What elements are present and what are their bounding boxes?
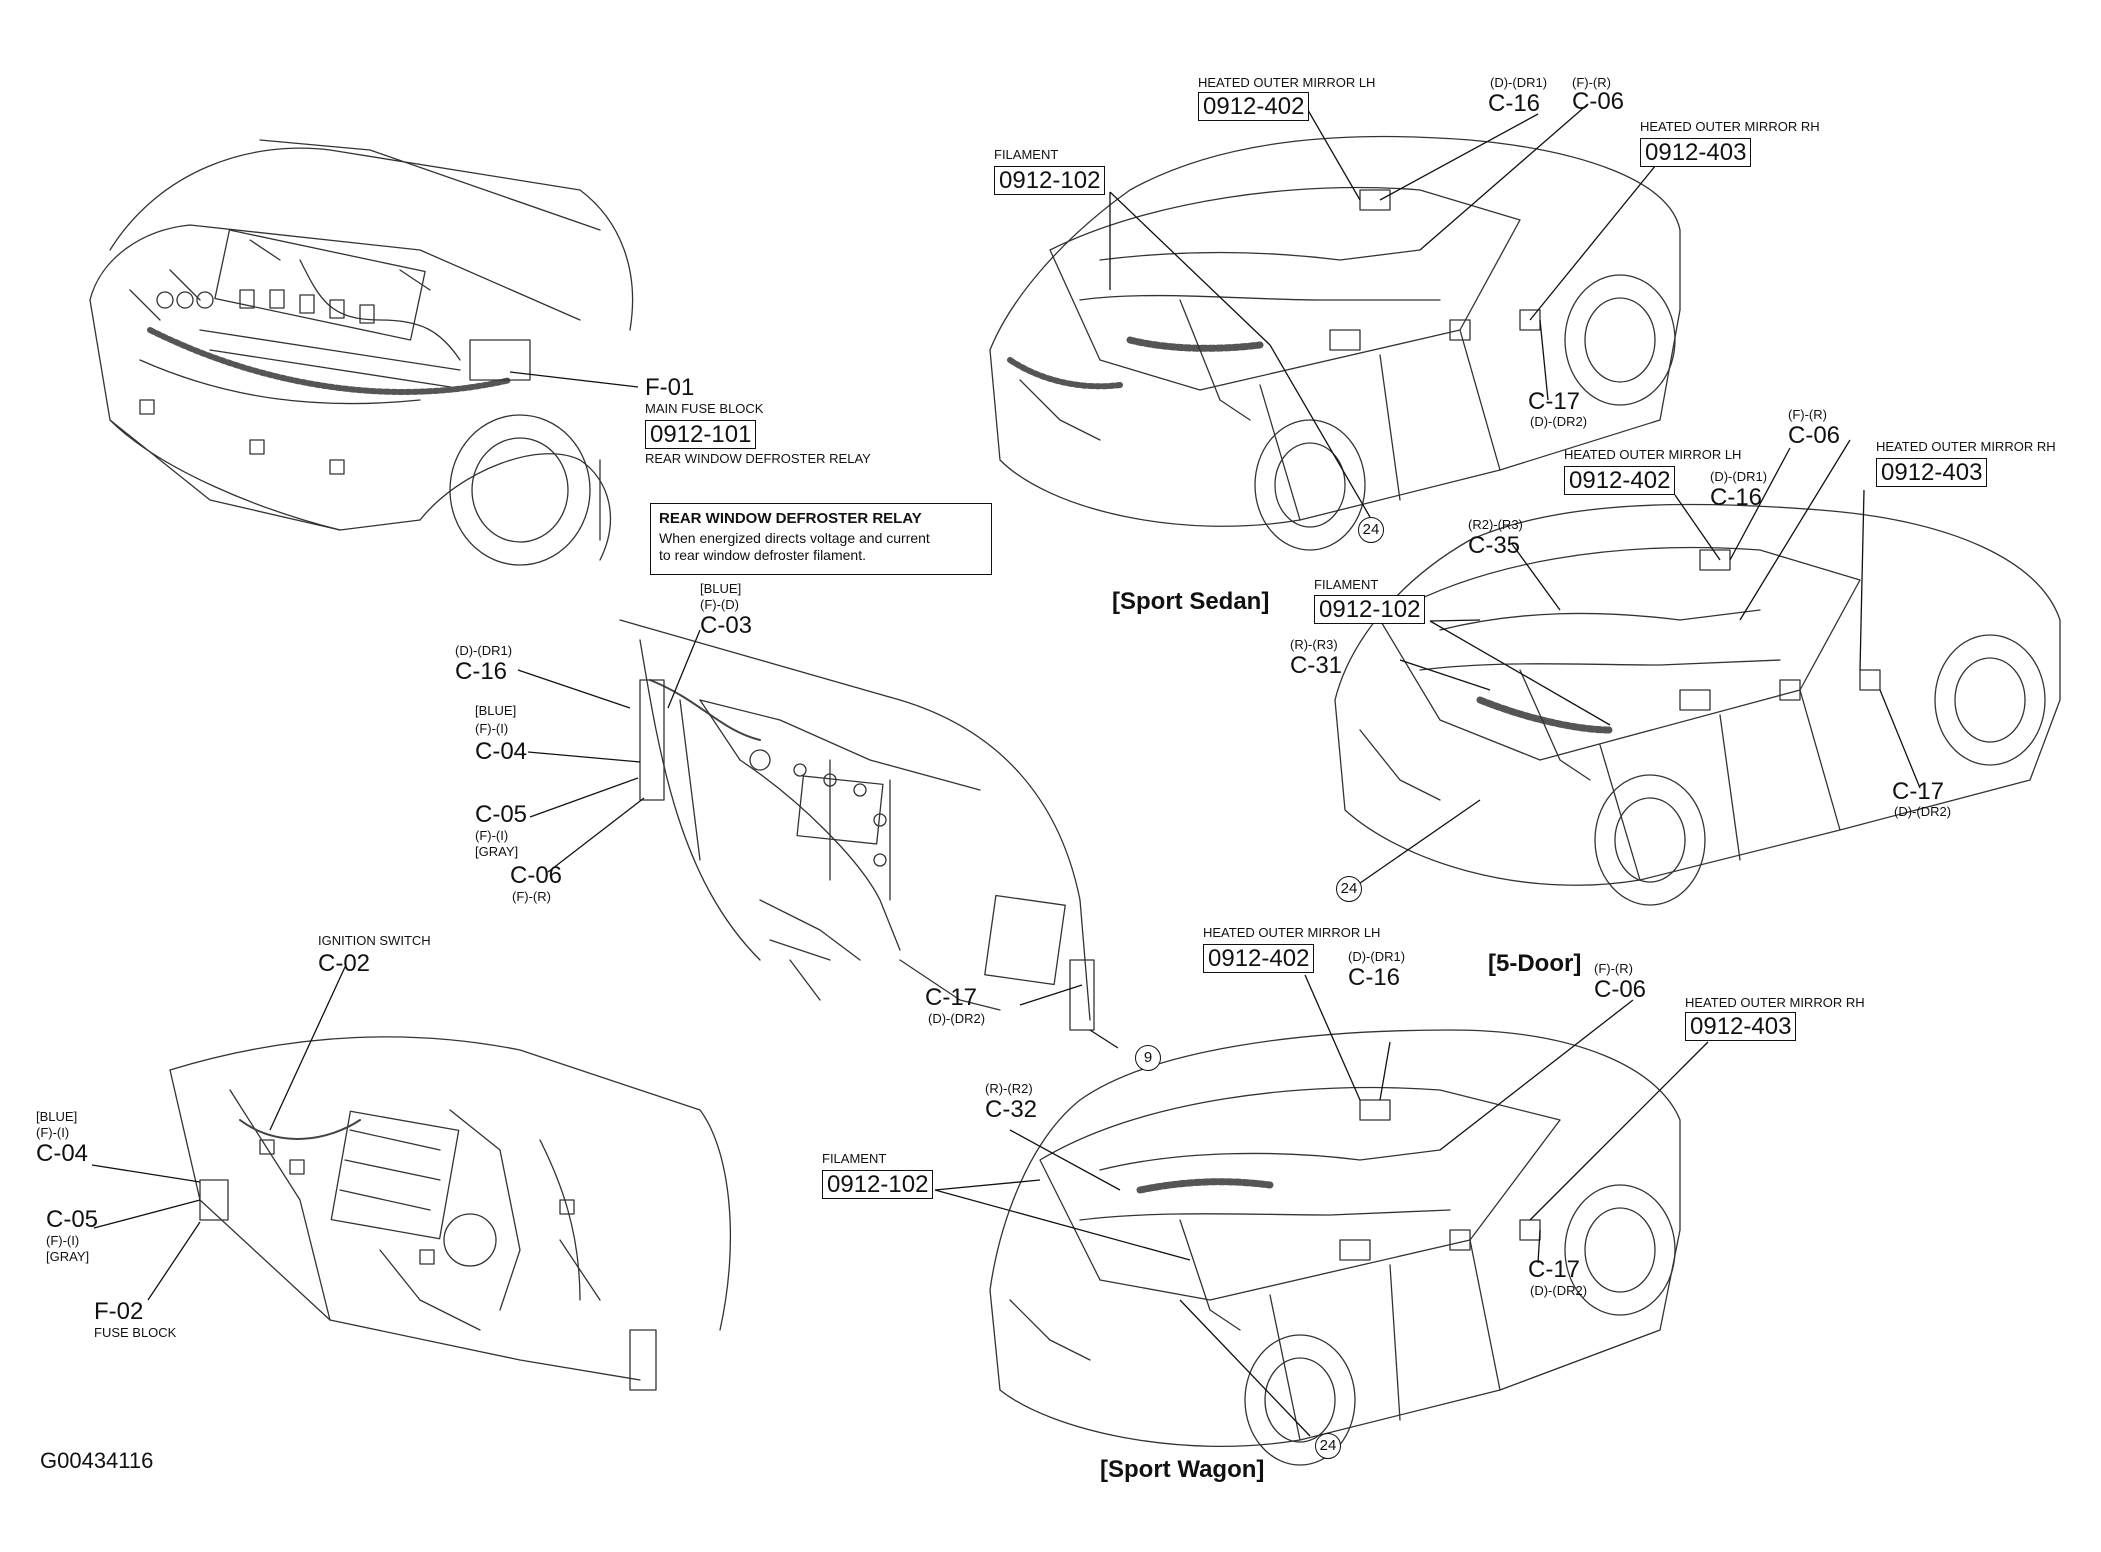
wagon-c16-code: C-16 <box>1348 964 1401 991</box>
dash-c03-color: [BLUE] <box>700 581 742 596</box>
fivedoor-c17-code: C-17 <box>1892 778 1945 805</box>
fivedoor-c16-tag: (D)-(DR1) <box>1710 469 1768 484</box>
wagon-ref-24-callout: 24 <box>1315 1433 1341 1459</box>
dash-c04-tag: (F)-(I) <box>475 721 509 736</box>
fivedoor-c06-code: C-06 <box>1788 422 1841 449</box>
lower-c04-color: [BLUE] <box>36 1109 78 1124</box>
dash-c16-code: C-16 <box>455 658 508 685</box>
fivedoor-ref-24-callout: 24 <box>1336 876 1362 902</box>
f01-ref: 0912-101 <box>645 420 757 449</box>
wagon-title: [Sport Wagon] <box>1100 1456 1265 1483</box>
relay-note: REAR WINDOW DEFROSTER RELAY When energiz… <box>650 503 992 575</box>
dash-c06-code: C-06 <box>510 862 563 889</box>
dash-c04-color: [BLUE] <box>475 703 517 718</box>
figure-id: G00434116 <box>40 1448 154 1473</box>
wagon-c32-code: C-32 <box>985 1096 1038 1123</box>
wagon-c17-tag: (D)-(DR2) <box>1530 1283 1588 1298</box>
wagon-c06-code: C-06 <box>1594 976 1647 1003</box>
f01-name: MAIN FUSE BLOCK <box>645 401 764 416</box>
lower-c05-color: [GRAY] <box>46 1249 90 1264</box>
dash-c05-color: [GRAY] <box>475 844 519 859</box>
sedan-filament-ref: 0912-102 <box>994 166 1106 195</box>
wagon-drawing <box>989 1029 1681 1466</box>
fivedoor-title: [5-Door] <box>1488 950 1582 977</box>
dash-lower-drawing <box>169 1036 732 1391</box>
fivedoor-filament-name: FILAMENT <box>1314 577 1379 592</box>
dash-c05-code: C-05 <box>475 801 528 828</box>
ignition-switch-name: IGNITION SWITCH <box>318 933 431 948</box>
sedan-drawing <box>989 135 1681 551</box>
wagon-mirror-rh-ref: 0912-403 <box>1685 1012 1797 1041</box>
lower-c04-tag: (F)-(I) <box>36 1125 70 1140</box>
dash-c04-code: C-04 <box>475 738 528 765</box>
f01-code: F-01 <box>645 374 695 401</box>
dash-c16-tag: (D)-(DR1) <box>455 643 513 658</box>
dash-c06-tag: (F)-(R) <box>512 889 551 904</box>
wagon-c17-code: C-17 <box>1528 1256 1581 1283</box>
dash-upper-drawing <box>619 619 1095 1031</box>
fivedoor-c31-tag: (R)-(R3) <box>1290 637 1338 652</box>
five-door-drawing <box>1334 503 2061 906</box>
sedan-c16-tag: (D)-(DR1) <box>1490 75 1548 90</box>
dash-c03-tag: (F)-(D) <box>700 597 739 612</box>
sedan-mirror-rh-ref: 0912-403 <box>1640 138 1752 167</box>
fivedoor-c17-tag: (D)-(DR2) <box>1894 804 1952 819</box>
sedan-c06-tag: (F)-(R) <box>1572 75 1611 90</box>
sedan-mirror-rh-name: HEATED OUTER MIRROR RH <box>1640 119 1820 134</box>
fivedoor-mirror-rh-ref: 0912-403 <box>1876 458 1988 487</box>
relay-note-line2: to rear window defroster filament. <box>659 547 866 563</box>
wagon-c06-tag: (F)-(R) <box>1594 961 1633 976</box>
f02-name: FUSE BLOCK <box>94 1325 177 1340</box>
engine-bay-drawing <box>89 139 634 566</box>
fivedoor-c31-code: C-31 <box>1290 652 1343 679</box>
sedan-filament-name: FILAMENT <box>994 147 1059 162</box>
leader-lines <box>91 103 1921 1437</box>
wagon-filament-ref: 0912-102 <box>822 1170 934 1199</box>
dash-c17-tag: (D)-(DR2) <box>928 1011 986 1026</box>
wagon-c32-tag: (R)-(R2) <box>985 1081 1033 1096</box>
relay-note-line1: When energized directs voltage and curre… <box>659 530 930 546</box>
f01-desc: REAR WINDOW DEFROSTER RELAY <box>645 451 871 466</box>
fivedoor-c06-tag: (F)-(R) <box>1788 407 1827 422</box>
ref-9-callout: 9 <box>1135 1045 1161 1071</box>
fivedoor-mirror-rh-name: HEATED OUTER MIRROR RH <box>1876 439 2056 454</box>
sedan-mirror-lh-ref: 0912-402 <box>1198 92 1310 121</box>
dash-c05-tag: (F)-(I) <box>475 828 509 843</box>
f02-code: F-02 <box>94 1298 144 1325</box>
relay-note-title: REAR WINDOW DEFROSTER RELAY <box>659 510 922 527</box>
lower-c05-tag: (F)-(I) <box>46 1233 80 1248</box>
wagon-mirror-rh-name: HEATED OUTER MIRROR RH <box>1685 995 1865 1010</box>
fivedoor-c35-tag: (R2)-(R3) <box>1468 517 1523 532</box>
lower-c04-code: C-04 <box>36 1140 89 1167</box>
fivedoor-mirror-lh-ref: 0912-402 <box>1564 466 1676 495</box>
lower-c05-code: C-05 <box>46 1206 99 1233</box>
fivedoor-filament-ref: 0912-102 <box>1314 595 1426 624</box>
sedan-title: [Sport Sedan] <box>1112 588 1270 615</box>
wagon-c16-tag: (D)-(DR1) <box>1348 949 1406 964</box>
wagon-mirror-lh-name: HEATED OUTER MIRROR LH <box>1203 925 1381 940</box>
fivedoor-mirror-lh-name: HEATED OUTER MIRROR LH <box>1564 447 1742 462</box>
dash-c03-code: C-03 <box>700 612 753 639</box>
sedan-c16-code: C-16 <box>1488 90 1541 117</box>
fivedoor-c16-code: C-16 <box>1710 484 1763 511</box>
ignition-switch-code: C-02 <box>318 950 371 977</box>
sedan-ref-24-callout: 24 <box>1358 517 1384 543</box>
sedan-c17-code: C-17 <box>1528 388 1581 415</box>
sedan-mirror-lh-name: HEATED OUTER MIRROR LH <box>1198 75 1376 90</box>
dash-c17-code: C-17 <box>925 984 978 1011</box>
sedan-c17-tag: (D)-(DR2) <box>1530 414 1588 429</box>
wagon-filament-name: FILAMENT <box>822 1151 887 1166</box>
wagon-mirror-lh-ref: 0912-402 <box>1203 944 1315 973</box>
fivedoor-c35-code: C-35 <box>1468 532 1521 559</box>
sedan-c06-code: C-06 <box>1572 88 1625 115</box>
